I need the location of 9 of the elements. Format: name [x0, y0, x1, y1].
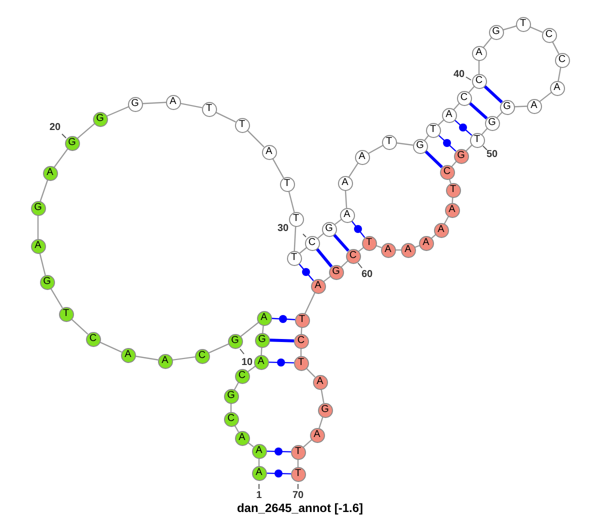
position-number: 30: [277, 224, 289, 234]
position-number: 50: [486, 150, 498, 160]
position-number: 60: [361, 270, 373, 280]
position-number: 40: [453, 70, 465, 80]
caption: dan_2645_annot [-1.6]: [236, 502, 364, 514]
position-number: 10: [241, 358, 253, 368]
position-number: 70: [292, 491, 304, 501]
position-number: 1: [256, 491, 262, 501]
position-number: 20: [49, 123, 61, 133]
